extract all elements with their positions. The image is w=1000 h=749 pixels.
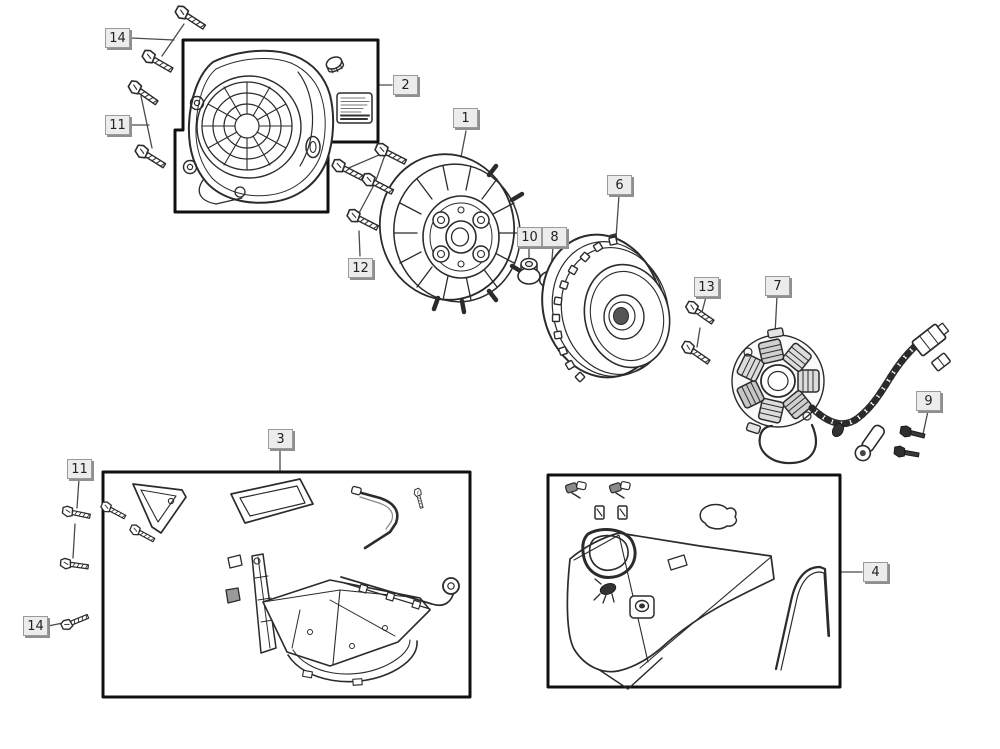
stator-drawing (731, 327, 825, 435)
connector-small-drawing (931, 352, 951, 372)
part-callout-8[interactable]: 8 (542, 227, 567, 247)
part-callout-6[interactable]: 6 (607, 175, 632, 195)
clip-drawing (564, 481, 631, 499)
part-callout-13[interactable]: 13 (694, 277, 719, 297)
flywheel-drawing (378, 153, 534, 315)
part-callout-4[interactable]: 4 (863, 562, 888, 582)
stator-coils (736, 338, 820, 424)
screws-11-bottom (59, 504, 92, 573)
bracket-set-drawing (98, 478, 460, 686)
part-callout-11-bottom[interactable]: 11 (67, 459, 92, 479)
pickup-sensor-drawing (854, 424, 885, 462)
part-callout-14-top[interactable]: 14 (105, 28, 130, 48)
panel-box-brackets (101, 470, 472, 699)
part-callout-12[interactable]: 12 (348, 258, 373, 278)
panel-box-cover (546, 473, 842, 689)
fan-cover-drawing (182, 49, 373, 205)
part-callout-7[interactable]: 7 (765, 276, 790, 296)
callout-leader-lines (47, 23, 929, 627)
rotor-vent-slots (551, 236, 618, 383)
connector-large-drawing (911, 322, 950, 357)
part-callout-11-top[interactable]: 11 (105, 115, 130, 135)
part-callout-9[interactable]: 9 (916, 391, 941, 411)
screws-12 (329, 140, 409, 235)
bolts-9 (892, 424, 927, 461)
part-callout-3[interactable]: 3 (268, 429, 293, 449)
part-callout-2[interactable]: 2 (393, 75, 418, 95)
nut-drawing (517, 257, 541, 285)
part-callout-10[interactable]: 10 (517, 227, 542, 247)
harness-drawing (758, 322, 951, 465)
spring-clip-drawing (593, 578, 617, 604)
cap-plug-drawing (325, 56, 345, 74)
cover-set-drawing (564, 481, 831, 690)
label-sticker (336, 92, 373, 124)
part-callout-14-bottom[interactable]: 14 (23, 616, 48, 636)
screw-14-bottom (59, 610, 91, 633)
rotor-drawing (541, 233, 671, 383)
bolts-13 (678, 298, 717, 368)
part-callout-1[interactable]: 1 (453, 108, 478, 128)
panel-box-fan-cover (173, 38, 380, 214)
